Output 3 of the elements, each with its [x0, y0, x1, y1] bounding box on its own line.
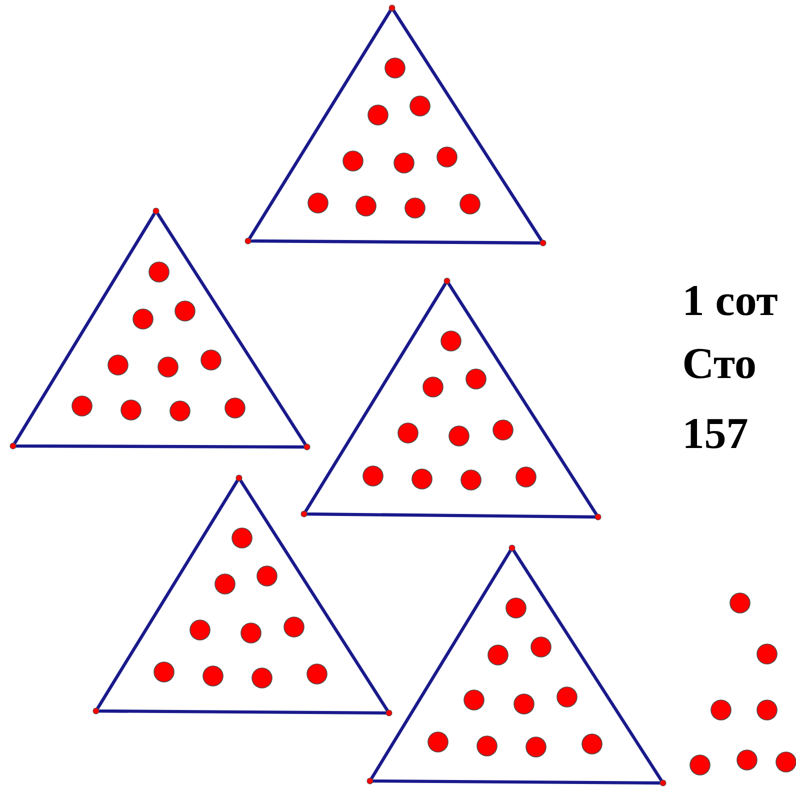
- text-line: Сто: [684, 348, 755, 378]
- text-line: 157: [686, 418, 748, 448]
- text-line: 1 сот: [686, 286, 778, 316]
